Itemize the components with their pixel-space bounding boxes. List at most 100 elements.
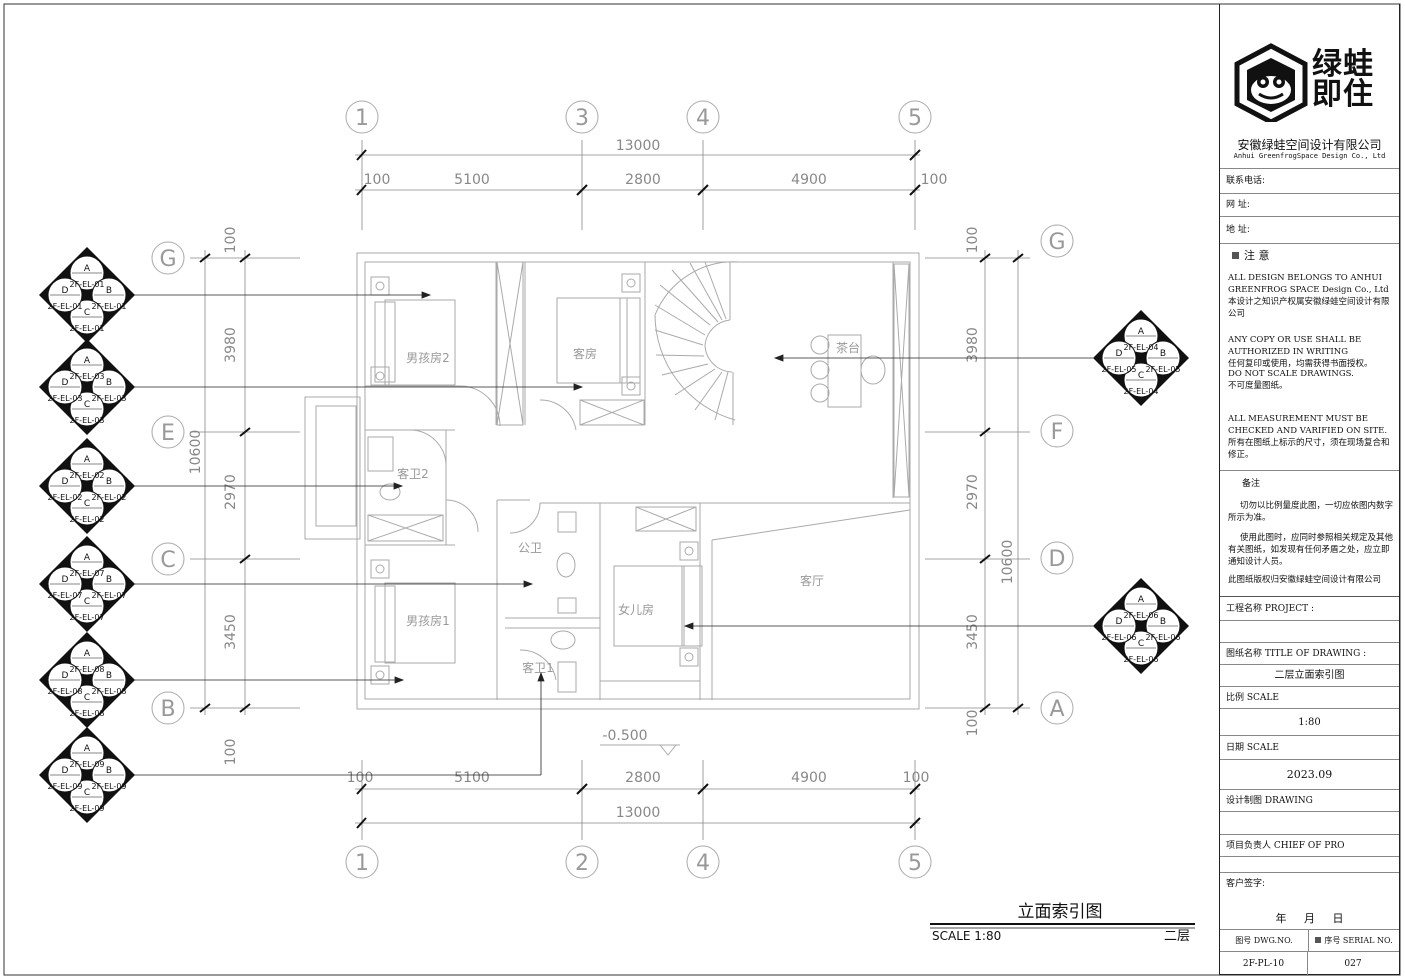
notice-heading: 注 意	[1220, 243, 1399, 267]
index-tag-code: 2F-EL-02	[91, 493, 126, 502]
index-tag-code: 2F-EL-06	[1101, 633, 1136, 642]
dim-top-seg-4: 4900	[791, 172, 827, 188]
company-name-cn: 安徽绿蛙空间设计有限公司	[1237, 138, 1382, 152]
address: 地 址:	[1220, 216, 1399, 243]
index-tag-code: 2F-EL-09	[69, 804, 104, 813]
remarks-2: 使用此图时，应同时参照相关规定及其他有关图纸，如发现有任何矛盾之处，应立即通知设…	[1228, 533, 1394, 567]
drawn-value	[1220, 811, 1399, 834]
index-tag-letter: B	[106, 766, 112, 776]
room-boy-room-2: 男孩房2	[406, 350, 450, 365]
room-tea-table: 茶台	[836, 340, 860, 355]
notice-3: DO NOT SCALE DRAWINGS. 不可度量图纸。	[1228, 368, 1394, 392]
company-name-en: Anhui GreenfrogSpace Design Co., Ltd	[1233, 152, 1386, 160]
index-tag-code: 2F-EL-08	[91, 687, 126, 696]
index-tag-letter: A	[84, 649, 91, 659]
notice-4-cn: 所有在图纸上标示的尺寸，须在现场复合和修正。	[1228, 438, 1390, 460]
index-tag-code: 2F-EL-01	[69, 280, 104, 289]
notice-1-cn: 本设计之知识产权属安徽绿蛙空间设计有限公司	[1228, 297, 1390, 319]
grid-bottom-2: 2	[575, 851, 589, 876]
dim-right-3: 2970	[965, 474, 981, 510]
square-icon	[1232, 252, 1239, 259]
grid-top-1: 1	[355, 106, 369, 131]
index-tag-code: 2F-EL-03	[69, 416, 104, 425]
dim-left-3: 2970	[223, 474, 239, 510]
dim-left-2: 3980	[223, 327, 239, 363]
index-tag-letter: B	[106, 477, 112, 487]
level-mark: -0.500	[602, 728, 647, 744]
index-tag-diamond	[39, 727, 135, 823]
index-tag-letter: A	[84, 744, 91, 754]
grid-left-1: G	[159, 247, 176, 272]
dim-bot-seg-3: 2800	[625, 770, 661, 786]
index-tag-letter: C	[1138, 639, 1144, 649]
leader-lines	[132, 291, 1093, 776]
index-tag-code: 2F-EL-02	[69, 515, 104, 524]
index-tag-letter: B	[106, 575, 112, 585]
elevation-index-tags-right: ABCD2F-EL-042F-EL-052F-EL-042F-EL-05ABCD…	[1093, 310, 1189, 674]
index-tag-diamond	[39, 536, 135, 632]
index-tag-code: 2F-EL-08	[69, 665, 104, 674]
serial-label: 序号 SERIAL NO.	[1309, 930, 1399, 952]
dwg-no-value: 2F-PL-10	[1220, 952, 1308, 976]
index-tag-code: 2F-EL-07	[91, 591, 126, 600]
index-tag-letter: C	[84, 788, 90, 798]
dim-total-top: 13000	[616, 138, 661, 154]
notice-4-en: ALL MEASUREMENT MUST BE CHECKED AND VARI…	[1228, 414, 1388, 436]
index-tag-letter: C	[84, 400, 90, 410]
grid-bottom-3: 4	[696, 851, 710, 876]
notice-2-en: ANY COPY OR USE SHALL BE AUTHORIZED IN W…	[1228, 335, 1362, 357]
title-block: 绿蛙 即住 安徽绿蛙空间设计有限公司 Anhui GreenfrogSpace …	[1219, 4, 1400, 976]
grid-left-2: E	[161, 421, 175, 446]
sheet-border	[3, 3, 1401, 976]
index-tag-letter: D	[62, 286, 69, 296]
dim-bot-seg-5: 100	[903, 770, 930, 786]
drawing-title-value: 二层立面索引图	[1220, 664, 1399, 686]
index-tag-code: 2F-EL-04	[1123, 387, 1158, 396]
index-tag-letter: B	[106, 671, 112, 681]
index-tag-code: 2F-EL-08	[47, 687, 82, 696]
walls	[304, 252, 920, 756]
dim-right-4: 3450	[965, 614, 981, 650]
remarks-3: 此图纸版权归安徽绿蛙空间设计有限公司	[1228, 575, 1382, 585]
index-tag-letter: A	[84, 264, 91, 274]
sheet-scale: SCALE 1:80	[932, 929, 1001, 943]
square-icon	[1315, 937, 1322, 943]
dim-total-bottom: 13000	[616, 805, 661, 821]
index-tag-letter: D	[62, 766, 69, 776]
index-tag-letter: B	[106, 378, 112, 388]
index-tag-letter: A	[84, 455, 91, 465]
index-tag-diamond	[39, 247, 135, 343]
index-tag-letter: D	[62, 575, 69, 585]
room-guest-bath-1: 客卫1	[522, 660, 554, 675]
chief-value	[1220, 856, 1399, 872]
grid-right-3: D	[1049, 547, 1066, 572]
dim-bot-seg-1: 100	[347, 770, 374, 786]
elevation-index-tags-left: ABCD2F-EL-012F-EL-012F-EL-012F-EL-01ABCD…	[39, 247, 135, 823]
scale-label: 比例 SCALE	[1220, 686, 1399, 708]
notice-3-en: DO NOT SCALE DRAWINGS.	[1228, 369, 1354, 379]
room-guest-bath-2: 客卫2	[397, 466, 429, 481]
grid-top-2: 3	[575, 106, 589, 131]
index-tag-letter: C	[84, 308, 90, 318]
logo-text-line2: 即住	[1312, 77, 1374, 112]
index-tag-letter: D	[1116, 617, 1123, 627]
index-tag-diamond	[39, 438, 135, 534]
dimension-ticks	[199, 149, 1024, 829]
index-tag-code: 2F-EL-03	[91, 394, 126, 403]
website: 网 址:	[1220, 193, 1399, 216]
grid-left-3: C	[160, 548, 175, 573]
index-tag-code: 2F-EL-01	[69, 324, 104, 333]
index-tag-code: 2F-EL-02	[47, 493, 82, 502]
dim-top-seg-1: 100	[364, 172, 391, 188]
drawing-title-label: 图纸名称 TITLE OF DRAWING :	[1220, 642, 1399, 664]
index-tag-code: 2F-EL-09	[91, 782, 126, 791]
index-tag-code: 2F-EL-07	[69, 569, 104, 578]
grid-right-2: F	[1051, 420, 1064, 445]
notice-2-cn: 任何复印或使用，均需获得书面授权。	[1228, 359, 1373, 369]
scale-value: 1:80	[1220, 708, 1399, 735]
index-tag-code: 2F-EL-09	[47, 782, 82, 791]
remarks-1: 切勿以比例量度此图，一切应依图内数字所示为准。	[1228, 501, 1394, 523]
